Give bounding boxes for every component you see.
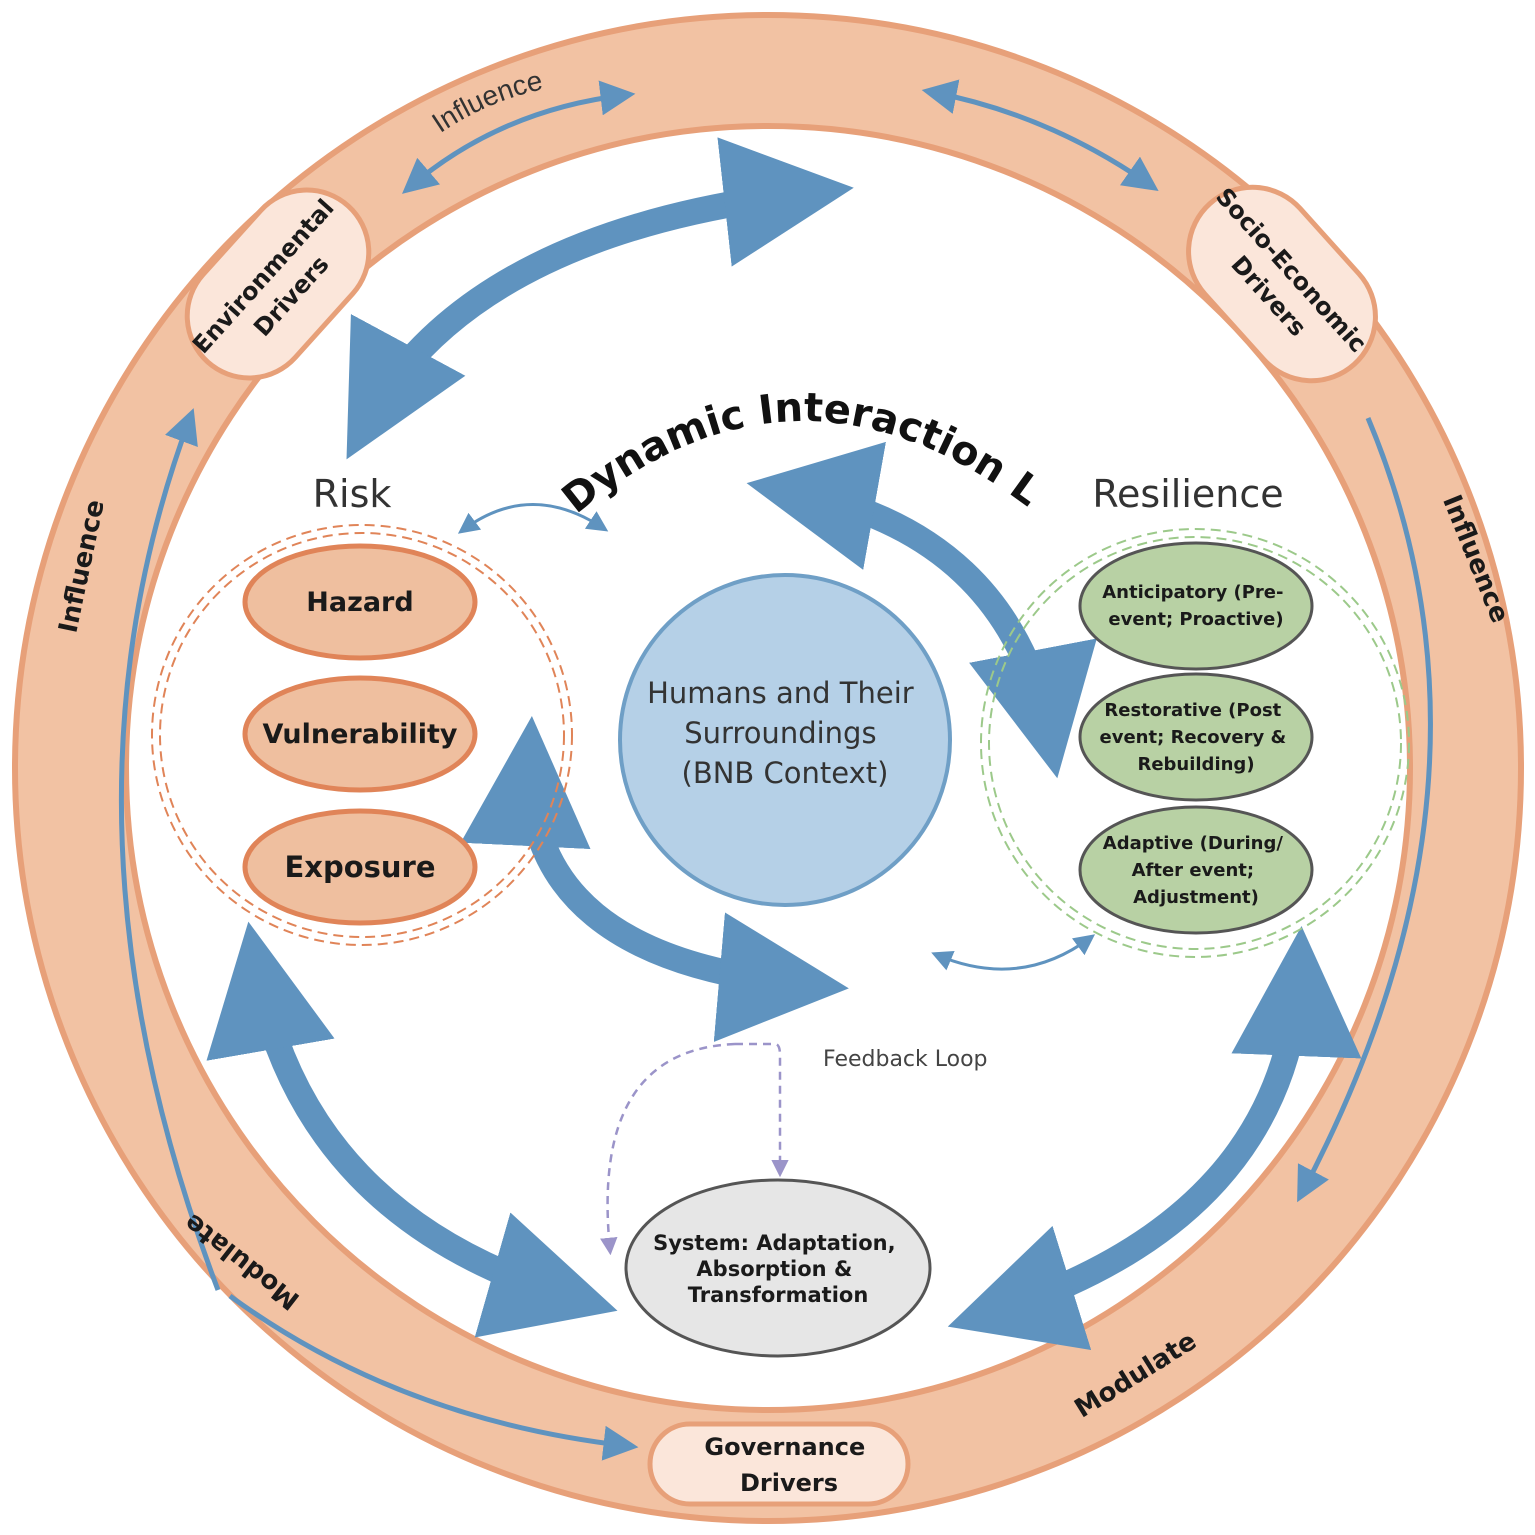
anticipatory-node[interactable]: Anticipatory (Pre- event; Proactive): [1078, 541, 1314, 671]
governance-drivers-line2: Drivers: [740, 1469, 838, 1497]
hazard-node[interactable]: Hazard: [242, 543, 478, 661]
resilience-cluster: Resilience Anticipatory (Pre- event; Pro…: [980, 472, 1410, 958]
resilience-heading: Resilience: [1092, 472, 1283, 516]
adaptive-line2: After event;: [1132, 860, 1254, 881]
loop-arrow-bottom-right: [947, 926, 1362, 1350]
governance-drivers-box[interactable]: Governance Drivers: [647, 1421, 911, 1507]
feedback-loop: Feedback Loop: [600, 1042, 988, 1256]
risk-cluster: Risk Hazard Vulnerability Exposure: [151, 472, 573, 946]
anticipatory-line2: event; Proactive): [1108, 609, 1283, 630]
governance-drivers-line1: Governance: [704, 1433, 865, 1461]
svg-text:Humans and Their Surroun: Humans and Their Surroundings (BNB Conte…: [647, 676, 923, 790]
dynamic-loop-arrows: [206, 137, 1362, 1350]
risk-heading: Risk: [313, 472, 392, 516]
feedback-arrow-down: [735, 1042, 789, 1178]
hazard-label: Hazard: [306, 587, 413, 618]
center-humans-node[interactable]: Humans and Their Surroundings (BNB Conte…: [618, 573, 952, 907]
restorative-line2: event; Recovery &: [1100, 727, 1287, 748]
loop-arrow-top-left: [346, 137, 854, 460]
exposure-label: Exposure: [284, 850, 435, 884]
svg-text:Governance Drivers: Governance Drivers: [704, 1433, 873, 1497]
center-line1: Humans and Their: [647, 676, 914, 710]
vulnerability-label: Vulnerability: [262, 719, 457, 750]
loop-arrow-center-right: [746, 441, 1097, 779]
influence-arrow-left: [118, 408, 221, 1291]
adaptive-line1: Adaptive (During/: [1103, 833, 1284, 854]
restorative-line1: Restorative (Post: [1104, 700, 1281, 721]
exposure-node[interactable]: Exposure: [242, 808, 478, 926]
svg-text:System: Adaptation, Abso: System: Adaptation, Absorption & Transfo…: [653, 1231, 903, 1307]
risk-connector-arrow: [457, 503, 609, 534]
feedback-loop-label: Feedback Loop: [823, 1047, 988, 1072]
svg-text:Anticipatory (Pre- ev: Anticipatory (Pre- event; Proactive): [1102, 582, 1290, 630]
system-node[interactable]: System: Adaptation, Absorption & Transfo…: [624, 1178, 932, 1358]
svg-text:Adaptive (During/ Aft: Adaptive (During/ After event; Adjustmen…: [1103, 833, 1289, 908]
anticipatory-line1: Anticipatory (Pre-: [1102, 582, 1283, 603]
socio-economic-drivers-box[interactable]: Socio-Economic Drivers: [1162, 161, 1402, 407]
system-line2: Absorption &: [696, 1257, 852, 1281]
adaptive-node[interactable]: Adaptive (During/ After event; Adjustmen…: [1078, 805, 1314, 935]
feedback-arrow-curve: [600, 1042, 736, 1256]
svg-text:Restorative (Post even: Restorative (Post event; Recovery & Rebu…: [1100, 700, 1293, 775]
center-line2: Surroundings: [684, 716, 876, 750]
influence-arrow-top-right: [921, 79, 1159, 192]
vulnerability-node[interactable]: Vulnerability: [242, 675, 478, 793]
loop-arrow-center-left: [460, 716, 849, 1042]
resilience-connector-arrow: [931, 934, 1096, 971]
restorative-line3: Rebuilding): [1137, 754, 1254, 775]
adaptive-line3: Adjustment): [1133, 887, 1259, 908]
small-connector-arrows: [457, 503, 1096, 971]
restorative-node[interactable]: Restorative (Post event; Recovery & Rebu…: [1078, 672, 1314, 802]
center-line3: (BNB Context): [682, 756, 889, 790]
system-line1: System: Adaptation,: [653, 1231, 895, 1255]
loop-arrow-bottom-left: [206, 921, 618, 1338]
system-line3: Transformation: [688, 1283, 869, 1307]
